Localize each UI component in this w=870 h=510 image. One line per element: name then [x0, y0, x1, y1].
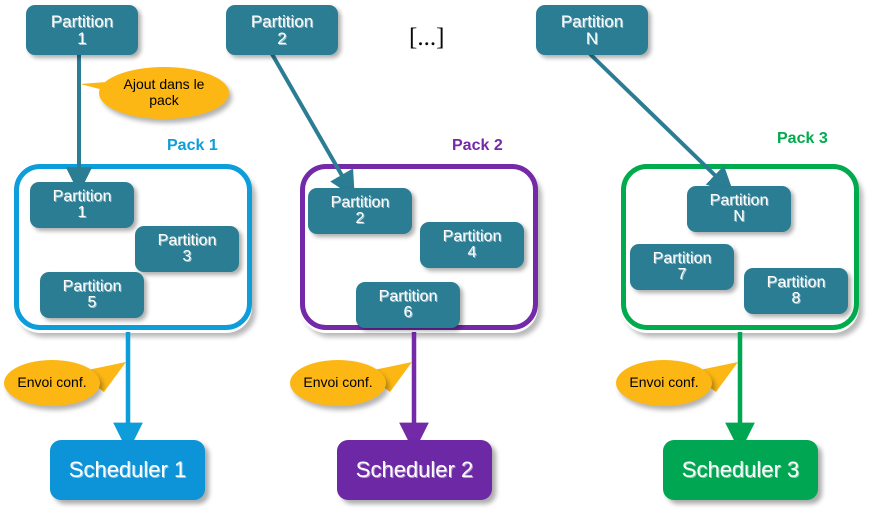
partition-label-line2: 8: [791, 290, 801, 307]
partition-label-line1: Partition: [766, 273, 826, 291]
scheduler-1[interactable]: Scheduler 1: [50, 440, 205, 500]
partition-label-line1: Partition: [250, 11, 314, 31]
pack-3-partition-n[interactable]: Partition N: [687, 186, 791, 232]
partition-label-line2: 6: [403, 304, 413, 321]
pack-1-box[interactable]: [14, 164, 252, 330]
partition-label-line2: 7: [677, 266, 687, 283]
callout-line2: pack: [149, 92, 179, 108]
pack-2-partition-2[interactable]: Partition 2: [308, 188, 412, 234]
partition-label-line1: Partition: [378, 287, 438, 305]
arrow-partition2-to-pack2: [270, 53, 355, 198]
partition-label-line1: Partition: [50, 11, 114, 31]
partition-label-line1: Partition: [330, 193, 390, 211]
callout-bubble-send-conf-1: Envoi conf.: [4, 360, 100, 406]
partition-label-line2: 2: [277, 29, 287, 48]
top-partition-2[interactable]: Partition 2: [226, 5, 338, 55]
pack-3-partition-7[interactable]: Partition 7: [630, 244, 734, 290]
callout-line1: Ajout dans le: [123, 76, 205, 93]
callout-text: Envoi conf.: [303, 374, 373, 391]
scheduler-3[interactable]: Scheduler 3: [663, 440, 818, 500]
partition-label-line2: 3: [182, 248, 192, 265]
pack-3-partition-8[interactable]: Partition 8: [744, 268, 848, 314]
top-partition-n[interactable]: Partition N: [536, 5, 648, 55]
pack-1-partition-3[interactable]: Partition 3: [135, 226, 239, 272]
pack-3-label: Pack 3: [777, 130, 828, 147]
callout-text: Envoi conf.: [17, 374, 87, 391]
pack-3-box[interactable]: [621, 164, 859, 330]
partition-label-line2: N: [733, 208, 745, 225]
partition-label-line2: N: [585, 29, 599, 48]
ellipsis-text: [...]: [409, 24, 445, 51]
scheduler-label: Scheduler 1: [68, 457, 187, 482]
scheduler-label: Scheduler 2: [355, 457, 474, 482]
scheduler-2[interactable]: Scheduler 2: [337, 440, 492, 500]
callout-bubble-add-to-pack: Ajout dans le pack: [99, 67, 229, 119]
pack-2-partition-4[interactable]: Partition 4: [420, 222, 524, 268]
callout-bubble-send-conf-2: Envoi conf.: [290, 360, 386, 406]
partition-label-line2: 5: [87, 294, 97, 311]
partition-label-line2: 1: [77, 29, 87, 48]
pack-2-label: Pack 2: [452, 137, 503, 154]
partition-label-line1: Partition: [652, 249, 712, 267]
callout-bubble-send-conf-3: Envoi conf.: [616, 360, 712, 406]
partition-label-line1: Partition: [560, 11, 624, 31]
callout-text: Envoi conf.: [629, 374, 699, 391]
pack-1-partition-5[interactable]: Partition 5: [40, 272, 144, 318]
partition-label-line2: 1: [77, 204, 87, 221]
partition-label-line1: Partition: [709, 191, 769, 209]
partition-label-line1: Partition: [157, 231, 217, 249]
partition-label-line1: Partition: [62, 277, 122, 295]
pack-2-partition-6[interactable]: Partition 6: [356, 282, 460, 328]
partition-label-line1: Partition: [442, 227, 502, 245]
partition-label-line2: 2: [355, 210, 365, 227]
arrow-partitionN-to-pack3: [588, 52, 734, 194]
pack-1-label: Pack 1: [167, 137, 218, 154]
scheduler-label: Scheduler 3: [681, 457, 800, 482]
partition-label-line2: 4: [467, 244, 477, 261]
top-partition-1[interactable]: Partition 1: [26, 5, 138, 55]
